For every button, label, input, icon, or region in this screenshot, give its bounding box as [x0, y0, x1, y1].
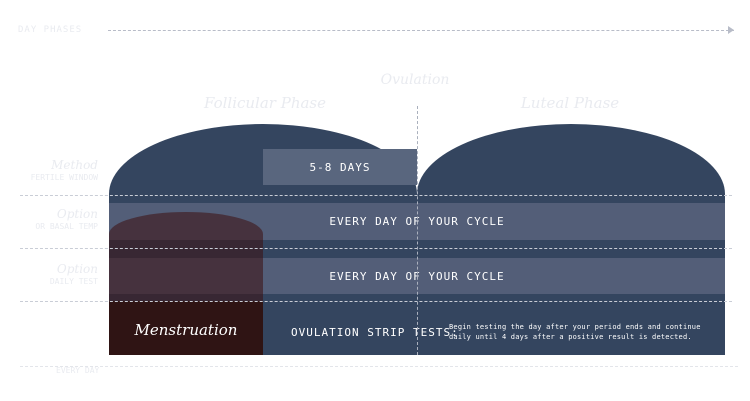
- row-separator: [20, 195, 732, 196]
- row-label-title: Option: [56, 207, 98, 221]
- row-label-method: Method FERTILE WINDOW: [31, 159, 98, 184]
- bottom-row-label: EVERY DAY: [56, 366, 100, 375]
- fertile-window-box: 5-8 DAYS: [263, 149, 417, 185]
- timeline-arrow-line: [108, 30, 734, 31]
- luteal-phase-heading: Luteal Phase: [520, 94, 620, 112]
- ovulation-heading: Ovulation: [380, 72, 450, 88]
- fertile-window-label: 5-8 DAYS: [309, 160, 371, 174]
- row-label-option-1: Option OR BASAL TEMP: [35, 208, 98, 233]
- menstruation-block: [109, 301, 263, 355]
- follicular-phase-heading: Follicular Phase: [203, 94, 327, 112]
- ovulation-divider: [417, 106, 418, 355]
- row-label-sub: DAILY TEST: [49, 277, 98, 286]
- cycle-band-label: EVERY DAY OF YOUR CYCLE: [329, 215, 505, 228]
- ovulation-strip-tests-label: OVULATION STRIP TESTS:: [291, 326, 459, 339]
- cycle-band-label: EVERY DAY OF YOUR CYCLE: [329, 269, 505, 283]
- row-label-title: Method: [51, 158, 98, 172]
- row-label-sub: FERTILE WINDOW: [30, 173, 98, 182]
- arrow-right-icon: [728, 26, 734, 34]
- timeline-label: DAY PHASES: [18, 25, 83, 35]
- menstruation-label: Menstruation: [134, 321, 238, 339]
- row-label-option-2: Option DAILY TEST: [50, 263, 98, 288]
- row-separator: [20, 248, 732, 249]
- row-separator: [20, 366, 738, 367]
- row-label-title: Option: [56, 262, 98, 276]
- ovulation-strip-tests-description: Begin testing the day after your period …: [449, 323, 701, 341]
- row-separator: [20, 301, 732, 302]
- row-label-sub: OR BASAL TEMP: [35, 222, 98, 231]
